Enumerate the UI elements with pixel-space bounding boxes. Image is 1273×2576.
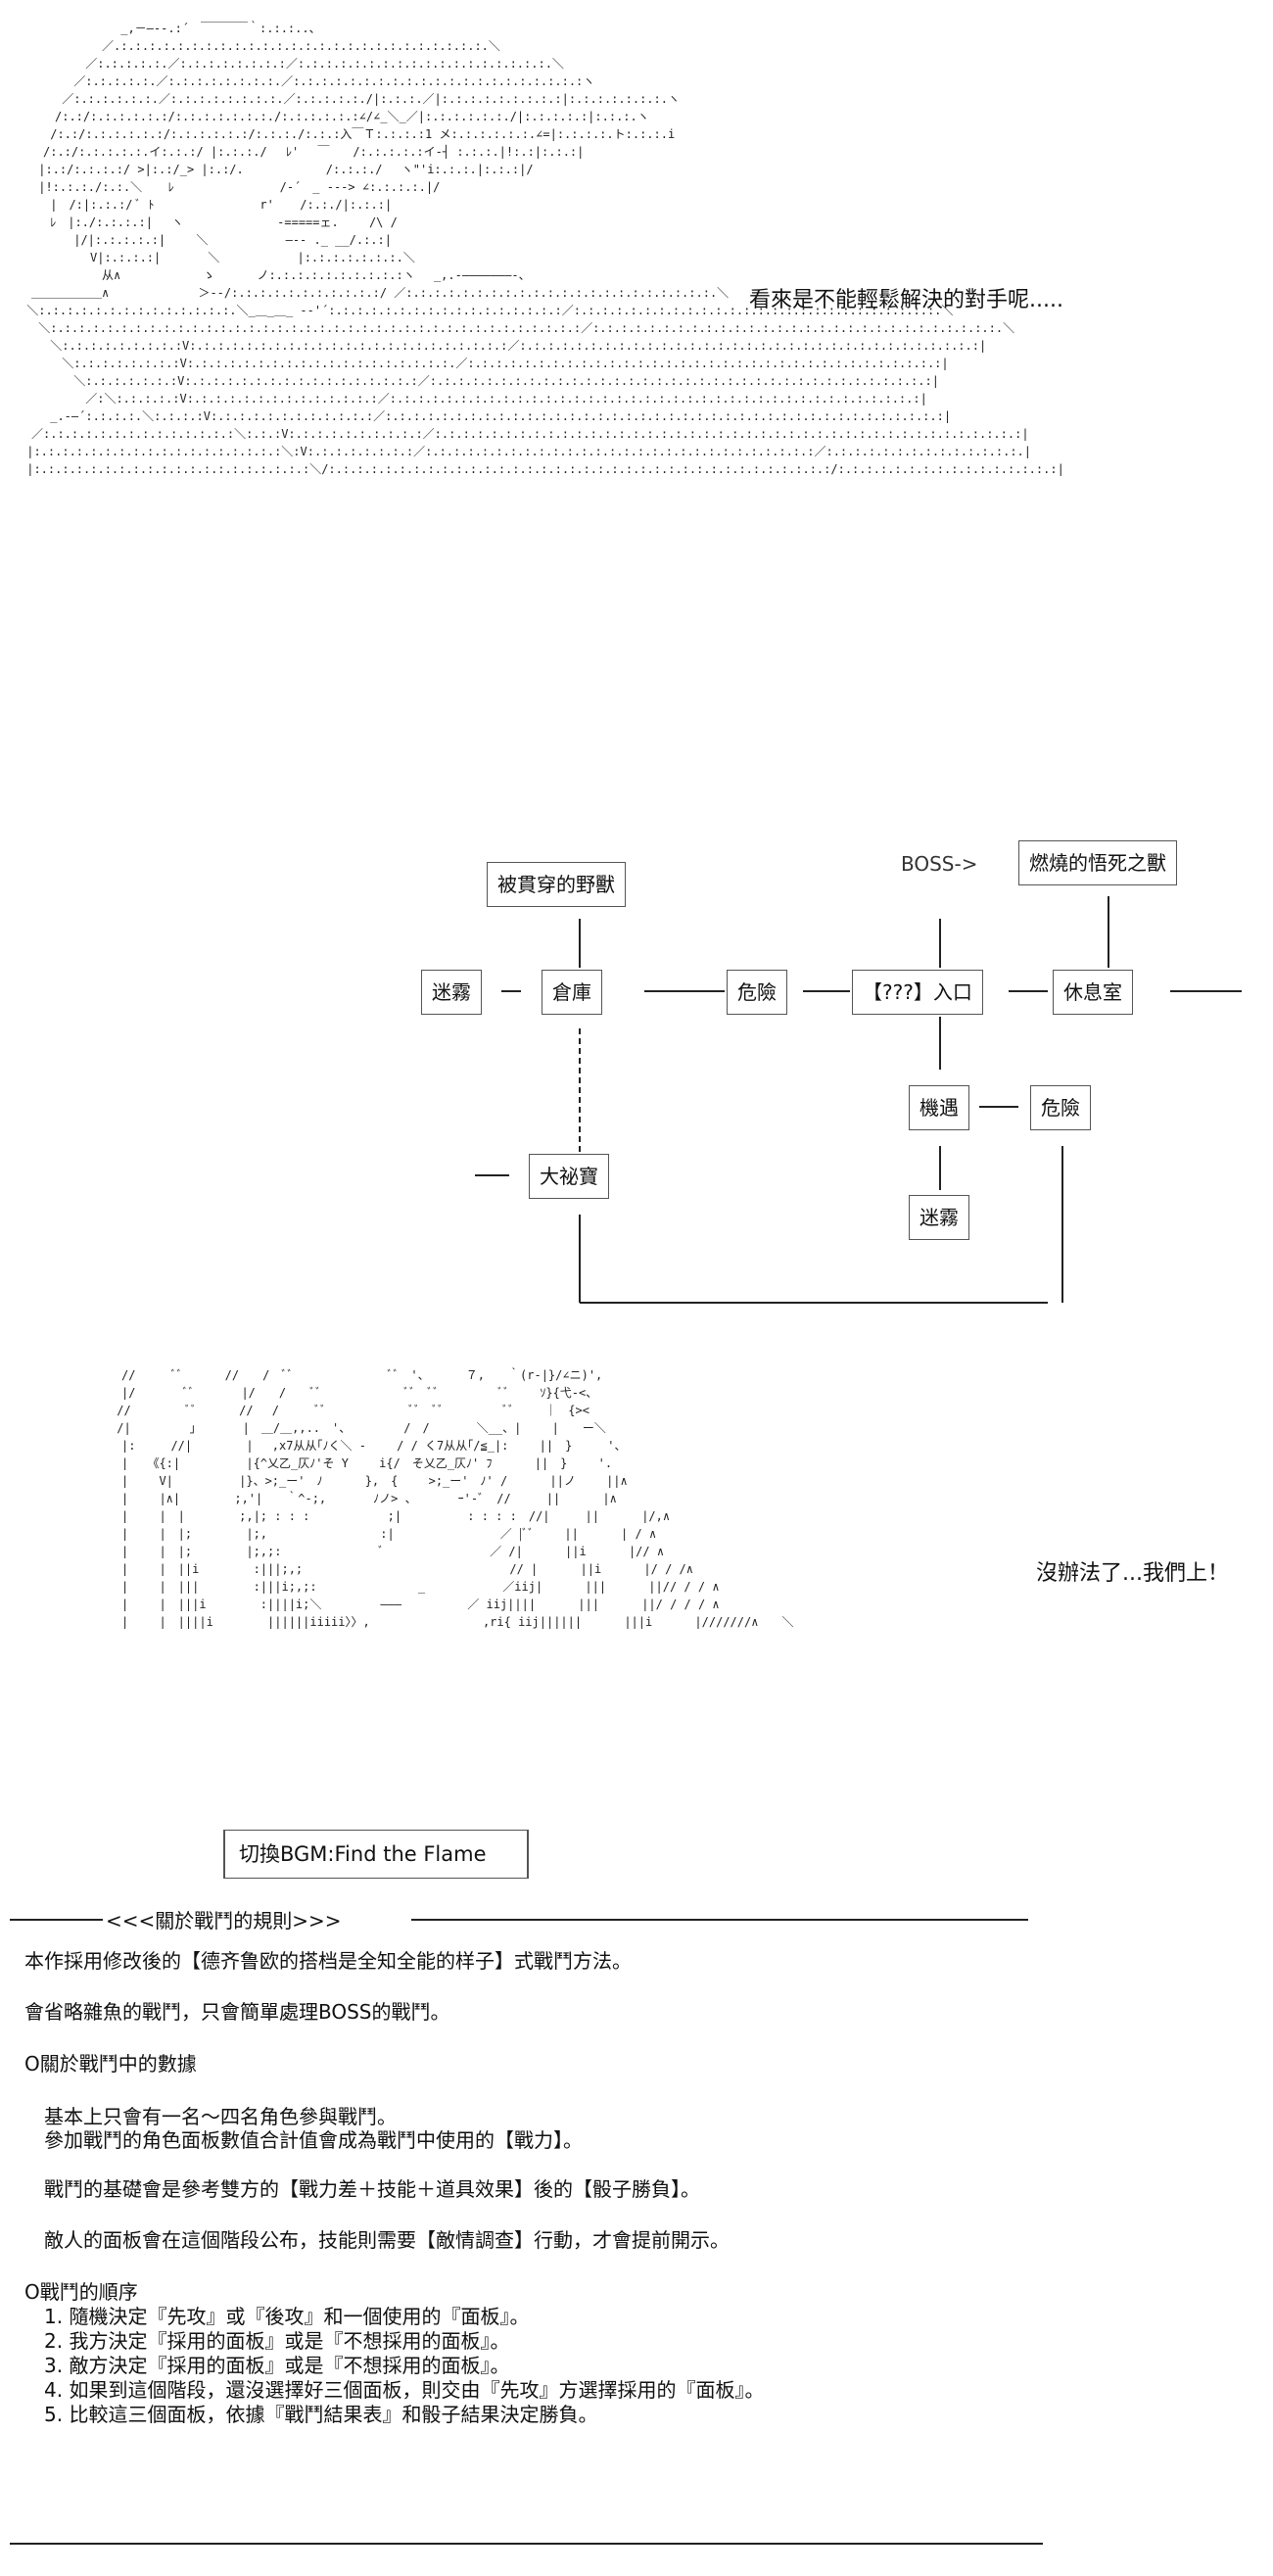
ascii-art-faces: // ﾞﾞ // / ﾞﾞ ﾞﾞ '、 ７, ｀(r-|}/∠ニ)', |/ ﾞ… bbox=[117, 1368, 794, 1629]
order-step: 4. 如果到這個階段，還沒選擇好三個面板，則交由『先攻』方選擇採用的『面板』。 bbox=[24, 2378, 765, 2402]
room-warehouse: 倉庫 bbox=[542, 970, 602, 1015]
room-danger-1: 危險 bbox=[727, 970, 787, 1015]
data-rule-b: 參加戰鬥的角色面板數值合計值會成為戰鬥中使用的【戰力】。 bbox=[24, 2128, 583, 2152]
order-step: 5. 比較這三個面板，依據『戰鬥結果表』和骰子結果決定勝負。 bbox=[24, 2403, 598, 2426]
rules-header: <<<關於戰鬥的規則>>> bbox=[10, 1905, 1028, 1934]
header-rule-right bbox=[411, 1919, 1028, 1921]
section-data-title: O關於戰鬥中的數據 bbox=[24, 2052, 197, 2075]
ascii-art-portrait: _,－―-‐.:´ ￣￣￣￣｀:.:.:..、 ／.:.:.:.:.:.:.:.… bbox=[26, 22, 1064, 476]
room-entrance: 【???】入口 bbox=[852, 970, 983, 1015]
boss-label: BOSS-> bbox=[901, 852, 978, 876]
room-pierced-beast: 被貫穿的野獸 bbox=[487, 862, 626, 907]
data-rule-a: 基本上只會有一名～四名角色參與戰鬥。 bbox=[24, 2105, 397, 2128]
room-mist-lower: 迷霧 bbox=[909, 1195, 969, 1240]
caption-second: 沒辦法了...我們上！ bbox=[1036, 1561, 1229, 1586]
bottom-rule bbox=[10, 2543, 1043, 2545]
rule-paragraph-1: 本作採用修改後的【德齐鲁欧的搭档是全知全能的样子】式戰鬥方法。 bbox=[24, 1949, 632, 1973]
room-danger-2: 危險 bbox=[1030, 1085, 1091, 1130]
map-connectors bbox=[475, 896, 1242, 1304]
dungeon-map: 被貫穿的野獸 迷霧 倉庫 危險 【???】入口 休息室 BOSS-> 燃燒的悟死… bbox=[0, 823, 1273, 1332]
bgm-switch-box: 切換BGM:Find the Flame bbox=[223, 1830, 529, 1879]
section-order-title: O戰鬥的順序 bbox=[24, 2280, 138, 2304]
data-rule-c: 戰鬥的基礎會是參考雙方的【戰力差＋技能＋道具效果】後的【骰子勝負】。 bbox=[24, 2177, 700, 2201]
caption-first: 看來是不能輕鬆解決的對手呢..... bbox=[749, 288, 1063, 312]
rules-title: <<<關於戰鬥的規則>>> bbox=[106, 1909, 342, 1932]
room-boss: 燃燒的悟死之獸 bbox=[1018, 840, 1177, 885]
order-step: 1. 隨機決定『先攻』或『後攻』和一個使用的『面板』。 bbox=[24, 2305, 530, 2328]
order-step: 2. 我方決定『採用的面板』或是『不想採用的面板』。 bbox=[24, 2329, 510, 2353]
order-step: 3. 敵方決定『採用的面板』或是『不想採用的面板』。 bbox=[24, 2354, 510, 2377]
header-rule-left bbox=[10, 1919, 103, 1921]
room-chance: 機遇 bbox=[909, 1085, 969, 1130]
room-great-treasure: 大祕寶 bbox=[529, 1154, 609, 1199]
room-mist-left: 迷霧 bbox=[421, 970, 482, 1015]
rule-paragraph-2: 會省略雜魚的戰鬥，只會簡單處理BOSS的戰鬥。 bbox=[24, 2000, 450, 2024]
room-rest: 休息室 bbox=[1053, 970, 1133, 1015]
data-rule-d: 敵人的面板會在這個階段公布，技能則需要【敵情調查】行動，才會提前開示。 bbox=[24, 2228, 730, 2252]
